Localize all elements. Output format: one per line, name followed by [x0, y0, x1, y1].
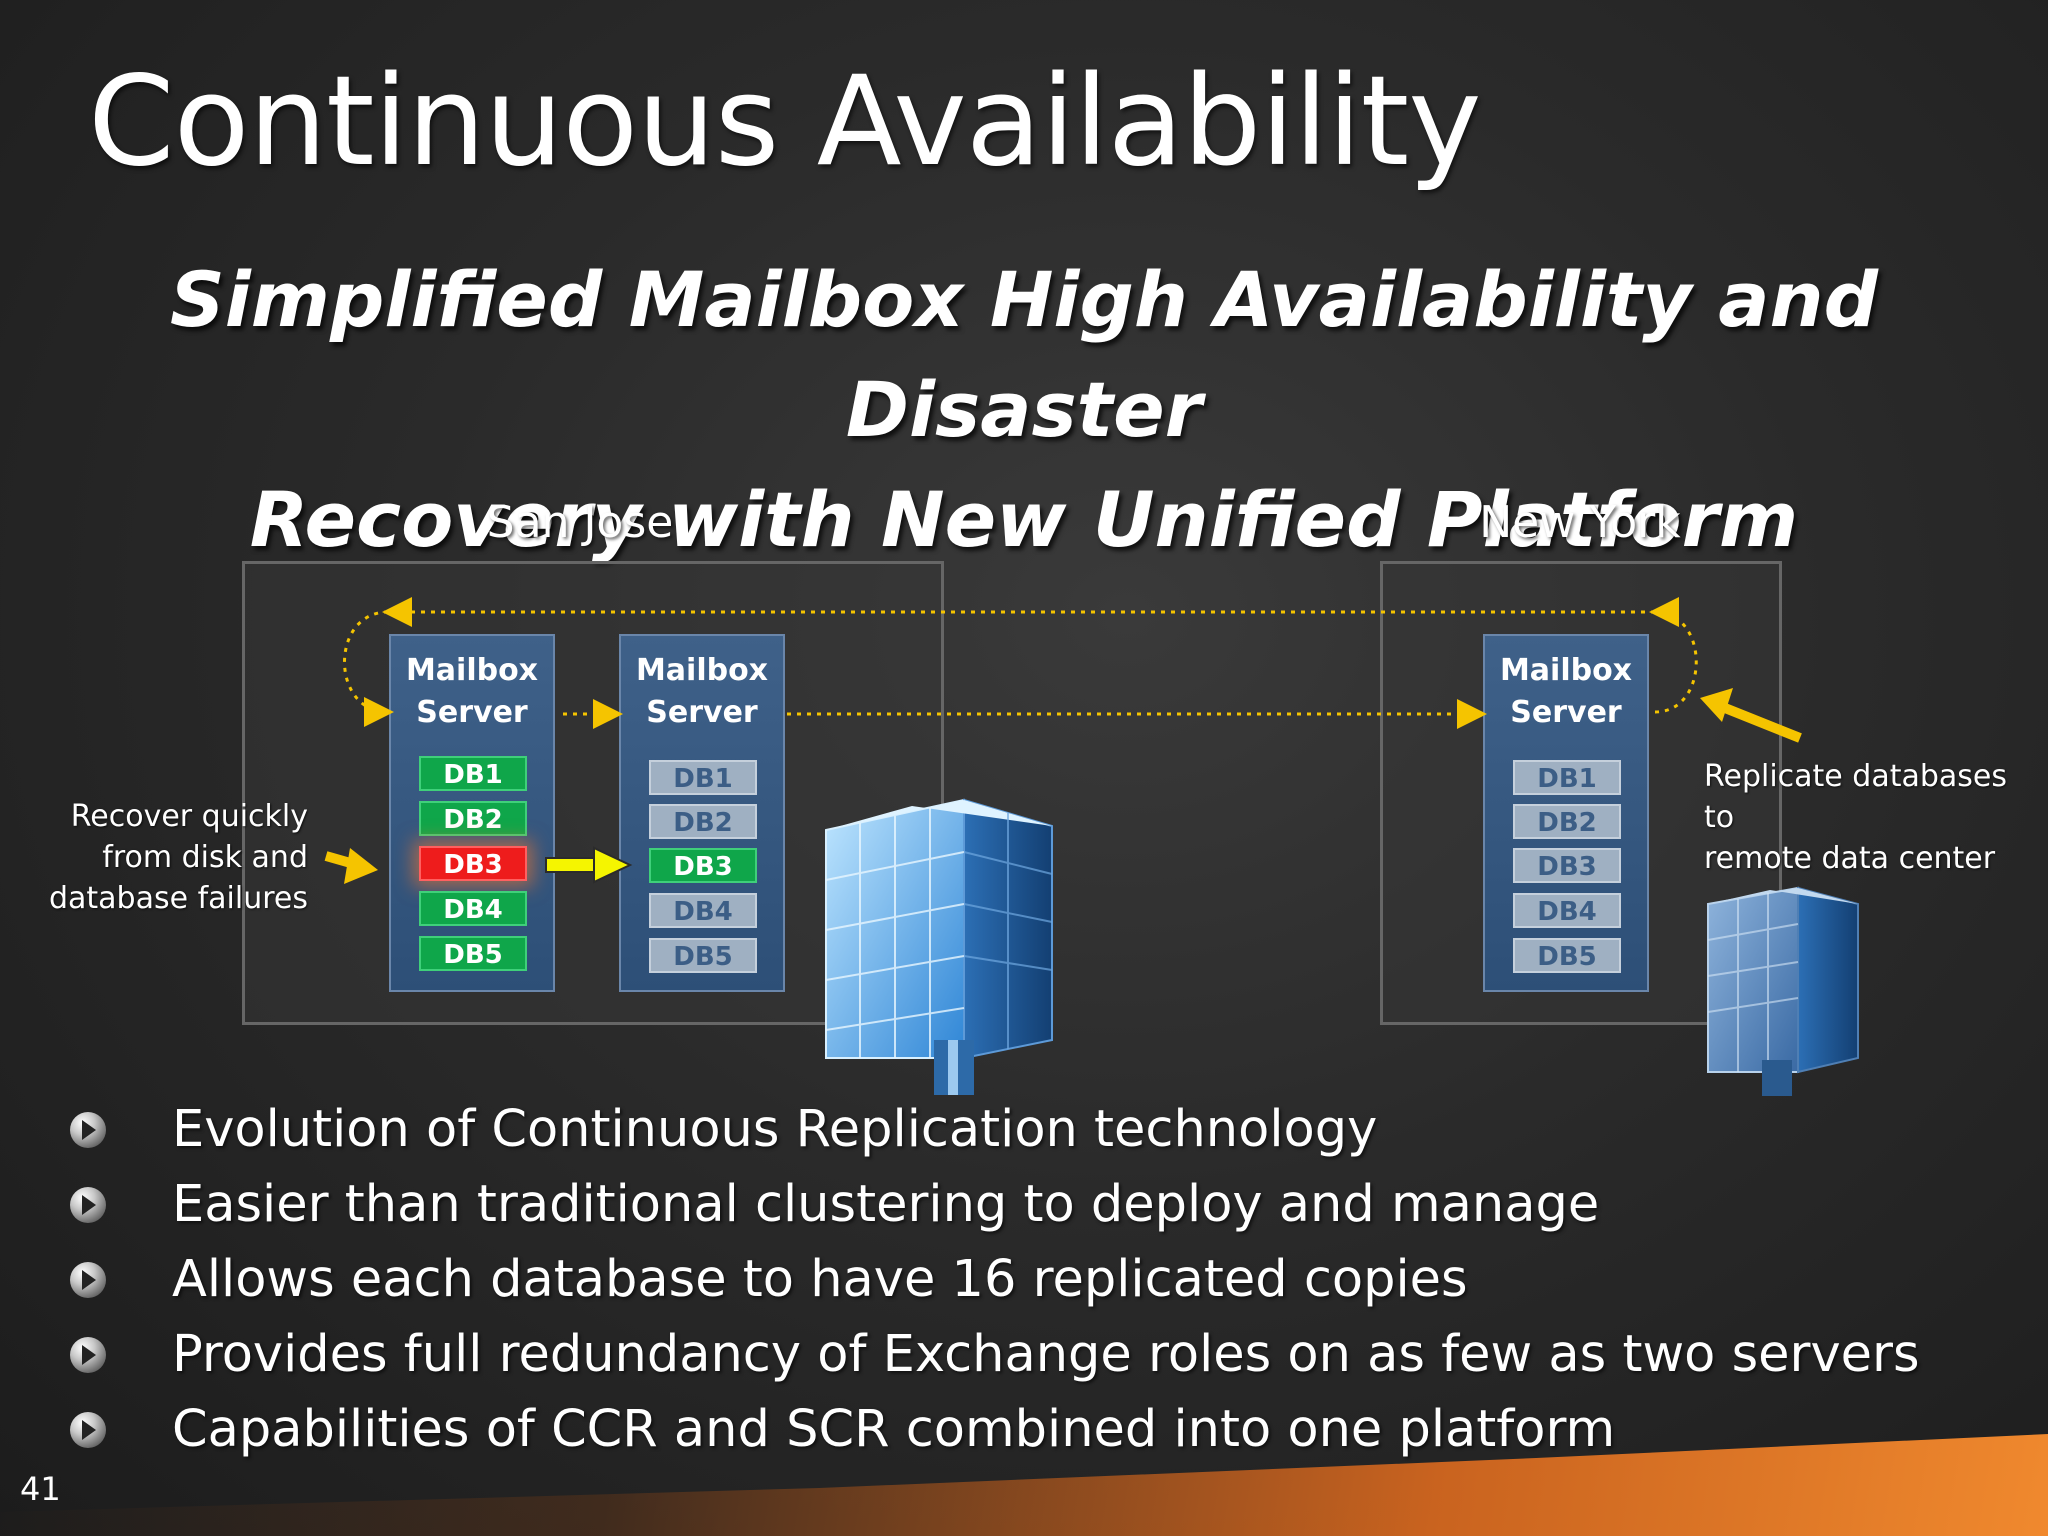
- bullet-text: Allows each database to have 16 replicat…: [172, 1250, 1468, 1309]
- subtitle-line: Simplified Mailbox High Availability and…: [170, 255, 1878, 454]
- database-db1: DB1: [1513, 760, 1621, 795]
- server-label-line: Mailbox: [635, 653, 769, 688]
- database-db5: DB5: [1513, 938, 1621, 973]
- callout-replicate: Replicate databases to remote data cente…: [1704, 756, 2044, 879]
- server-label: Mailbox Server: [1485, 650, 1647, 734]
- server-label-line: Mailbox: [405, 653, 539, 688]
- bullet-text: Evolution of Continuous Replication tech…: [172, 1100, 1378, 1159]
- bullet-arrow-icon: [70, 1412, 106, 1448]
- replication-path: [343, 597, 1698, 729]
- database-db1: DB1: [419, 756, 527, 791]
- bullet-arrow-icon: [70, 1337, 106, 1373]
- database-db4: DB4: [419, 891, 527, 926]
- subtitle-line: Recovery with New Unified Platform: [249, 475, 1799, 564]
- bullet-arrow-icon: [70, 1262, 106, 1298]
- callout-line: remote data center: [1704, 841, 1996, 876]
- database-db3: DB3: [1513, 848, 1621, 883]
- slide-subtitle: Simplified Mailbox High Availability and…: [40, 245, 2008, 575]
- callout-line: database failures: [48, 881, 308, 916]
- database-db3-failed: DB3: [419, 846, 527, 881]
- bullet-text: Capabilities of CCR and SCR combined int…: [172, 1400, 1616, 1459]
- database-db1: DB1: [649, 760, 757, 795]
- database-db5: DB5: [649, 938, 757, 973]
- callout-arrow-left-icon: [324, 848, 378, 884]
- failover-arrow-icon: [545, 846, 633, 884]
- slide-title: Continuous Availability: [88, 50, 1482, 194]
- callout-line: from disk and: [102, 840, 308, 875]
- bullet-text: Provides full redundancy of Exchange rol…: [172, 1325, 1920, 1384]
- server-label-line: Server: [1510, 695, 1622, 730]
- bullet-arrow-icon: [70, 1112, 106, 1148]
- server-label: Mailbox Server: [621, 650, 783, 734]
- office-building-icon: [825, 798, 1053, 1095]
- site-label-san-jose: San Jose: [486, 497, 674, 548]
- database-db4: DB4: [1513, 893, 1621, 928]
- server-label-line: Server: [416, 695, 528, 730]
- site-label-new-york: New York: [1479, 497, 1681, 548]
- database-db2: DB2: [649, 804, 757, 839]
- server-label: Mailbox Server: [391, 650, 553, 734]
- office-building-icon: [1707, 886, 1859, 1096]
- callout-recover: Recover quickly from disk and database f…: [40, 796, 308, 919]
- mailbox-server-2: Mailbox Server DB1 DB2 DB3 DB4 DB5: [619, 634, 785, 992]
- bullet-arrow-icon: [70, 1187, 106, 1223]
- page-number: 41: [20, 1470, 61, 1508]
- database-db4: DB4: [649, 893, 757, 928]
- callout-arrow-right-icon: [1700, 688, 1802, 743]
- database-db2: DB2: [1513, 804, 1621, 839]
- database-db5: DB5: [419, 936, 527, 971]
- database-db2: DB2: [419, 801, 527, 836]
- server-label-line: Server: [646, 695, 758, 730]
- callout-line: Recover quickly: [70, 799, 308, 834]
- server-label-line: Mailbox: [1499, 653, 1633, 688]
- database-db3-active: DB3: [649, 848, 757, 883]
- bullet-text: Easier than traditional clustering to de…: [172, 1175, 1600, 1234]
- callout-line: Replicate databases to: [1704, 759, 2008, 835]
- mailbox-server-1: Mailbox Server DB1 DB2 DB3 DB4 DB5: [389, 634, 555, 992]
- mailbox-server-3: Mailbox Server DB1 DB2 DB3 DB4 DB5: [1483, 634, 1649, 992]
